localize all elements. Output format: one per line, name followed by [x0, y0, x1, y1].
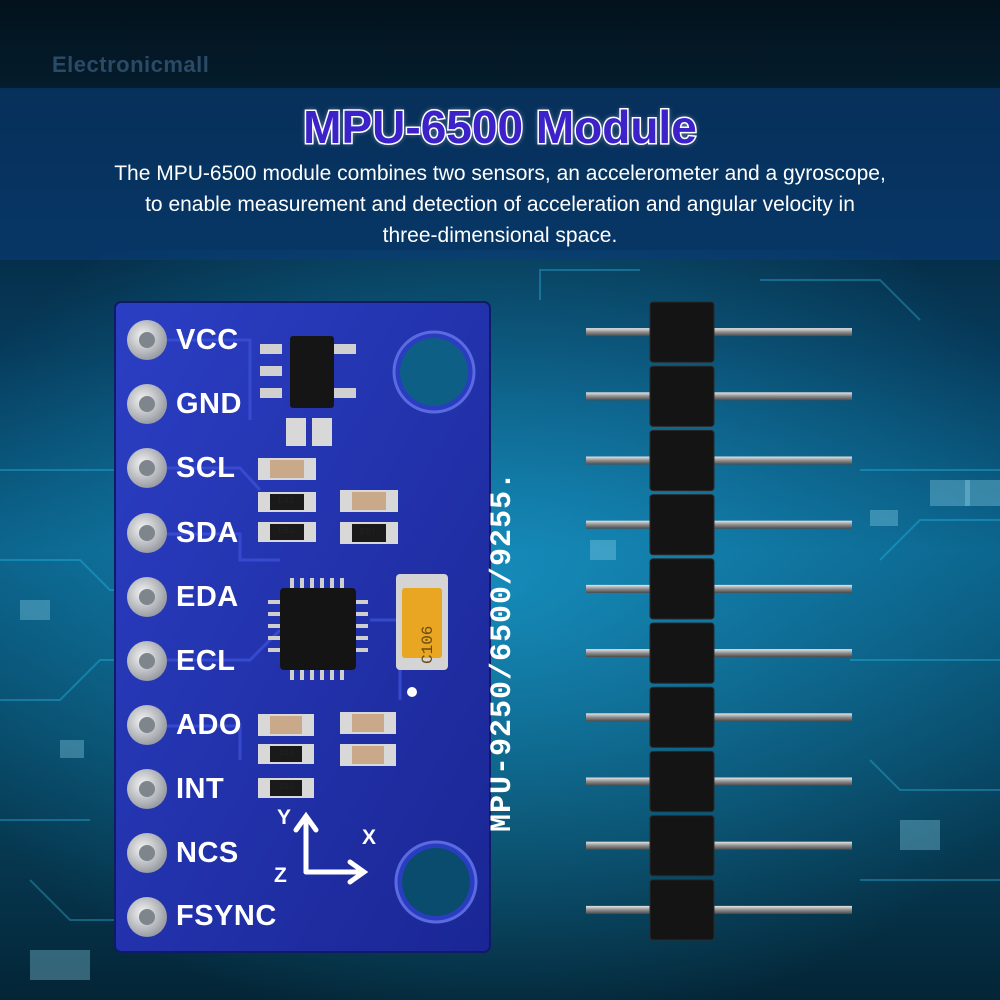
header-pin-housing [649, 622, 715, 684]
header-pin-housing [649, 429, 715, 492]
pin-label-eda: EDA [176, 581, 239, 613]
pin-label-sda: SDA [176, 517, 239, 549]
axis-label-z: Z [274, 864, 287, 887]
imu-chip [268, 578, 368, 680]
description-line-1: The MPU-6500 module combines two sensors… [114, 162, 886, 185]
header-pin-housing [649, 879, 715, 941]
background-chips [20, 480, 1000, 980]
header-pin [586, 777, 852, 786]
pin-label-ado: ADO [176, 709, 242, 741]
resistor-marking-1: E01 [278, 496, 295, 506]
pin-pads [127, 320, 167, 937]
pin-label-ecl: ECL [176, 645, 236, 677]
watermark: Electronicmall [52, 52, 210, 77]
voltage-regulator-chip [260, 336, 356, 446]
resistor-marking-4: 103 [278, 748, 295, 758]
header-pin [586, 392, 852, 401]
smd-resistors [258, 458, 398, 798]
description-line-2: to enable measurement and detection of a… [145, 193, 855, 216]
header-pin-housing [649, 686, 715, 748]
axis-label-x: X [362, 826, 377, 849]
pin-header [586, 301, 852, 941]
header-pin [586, 841, 852, 850]
header-pin-housing [649, 815, 715, 877]
resistor-marking-3: E0! [360, 527, 377, 537]
pin-label-scl: SCL [176, 452, 236, 484]
header-pin-housing [649, 750, 715, 813]
axis-label-y: Y [277, 806, 292, 829]
header-pin [586, 905, 852, 914]
resistor-marking-2: E01 [278, 526, 295, 536]
header-pin [586, 520, 852, 529]
pin-label-int: INT [176, 773, 225, 805]
tantalum-capacitor [396, 574, 448, 670]
page-title: MPU-6500 Module [302, 100, 699, 155]
header-pin-housing [649, 558, 715, 620]
description-line-3: three-dimensional space. [382, 224, 618, 247]
header-pin [586, 456, 852, 465]
title-banner [0, 88, 1000, 260]
header-pin [586, 713, 852, 722]
circuit-traces [0, 269, 1000, 921]
header-pin-housing [649, 301, 715, 363]
header-pin [586, 584, 852, 593]
header-pin [586, 328, 852, 337]
header-pin-housing [649, 365, 715, 427]
description: The MPU-6500 module combines two sensors… [40, 158, 960, 251]
capacitor-marking: C106 [419, 625, 437, 664]
axis-indicator [293, 811, 369, 885]
pin-label-gnd: GND [176, 388, 242, 420]
resistor-marking-5: 103 [278, 782, 295, 792]
mpu-breakout-board [114, 301, 491, 953]
pin-label-vcc: VCC [176, 324, 239, 356]
pin-label-fsync: FSYNC [176, 900, 277, 932]
model-marking: MPU-9250/6500/9255. [486, 470, 520, 832]
header-pin-housing [649, 494, 715, 556]
header-pin [586, 649, 852, 658]
pin-label-ncs: NCS [176, 837, 239, 869]
